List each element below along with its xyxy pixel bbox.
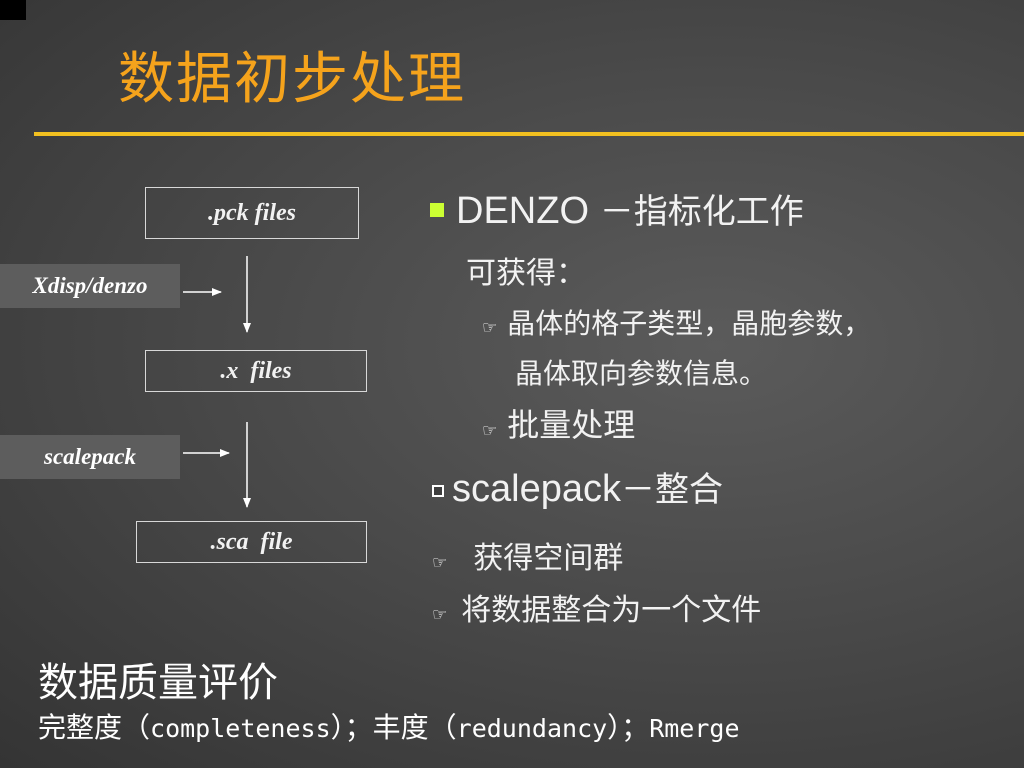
scalepack-head: scalepack [452, 468, 621, 510]
pointing-hand-icon: ☞ [482, 421, 498, 441]
denzo-item: DENZO －指标化工作 [430, 184, 804, 233]
scalepack-label: scalepack [0, 435, 180, 479]
pointing-hand-icon: ☞ [432, 553, 448, 573]
pck-files-box: .pck files [145, 187, 359, 239]
quality-title: 数据质量评价 [38, 660, 278, 706]
denzo-sub2-text: 批量处理 [507, 406, 636, 444]
denzo-head: DENZO [456, 190, 589, 232]
corner-mark [0, 0, 26, 20]
pck-files-label: .pck files [208, 199, 296, 226]
quality-term-rmerge: Rmerge [649, 714, 740, 743]
slide-title: 数据初步处理 [118, 47, 466, 112]
hollow-square-bullet-icon [432, 485, 444, 497]
quality-part2: ）；丰度（ [330, 711, 457, 744]
scalepack-sub1: ☞ 获得空间群 [432, 533, 623, 577]
denzo-sub1: ☞ 晶体的格子类型，晶胞参数， [482, 302, 871, 342]
scalepack-item: scalepack－整合 [432, 462, 723, 511]
sca-file-box: .sca file [136, 521, 367, 563]
pointing-hand-icon: ☞ [432, 605, 448, 625]
title-divider [34, 132, 1024, 136]
denzo-line2: 可获得： [466, 256, 586, 291]
quality-term-redundancy: redundancy [456, 714, 608, 743]
denzo-dash-rest: －指标化工作 [589, 192, 804, 232]
xdisp-denzo-label: Xdisp/denzo [0, 264, 180, 308]
x-files-box: .x files [145, 350, 367, 392]
denzo-sub1-line2: 晶体取向参数信息。 [515, 357, 768, 390]
scalepack-sub2: ☞ 将数据整合为一个文件 [432, 585, 761, 629]
denzo-sub1-line1: 晶体的格子类型，晶胞参数， [507, 307, 872, 340]
quality-part3: ）； [607, 711, 650, 744]
sca-file-label: .sca file [210, 528, 293, 555]
denzo-sub2: ☞ 批量处理 [482, 400, 635, 446]
pointing-hand-icon: ☞ [482, 318, 498, 338]
scalepack-sub2-text: 将数据整合为一个文件 [461, 593, 762, 628]
scalepack-sub1-text: 获得空间群 [473, 541, 624, 576]
x-files-label: .x files [220, 357, 292, 384]
quality-term-completeness: completeness [150, 714, 331, 743]
square-bullet-icon [430, 203, 444, 217]
quality-part1: 完整度（ [38, 711, 151, 744]
scalepack-rest: －整合 [620, 470, 723, 510]
quality-metrics: 完整度（completeness）；丰度（redundancy）；Rmerge [38, 706, 740, 746]
